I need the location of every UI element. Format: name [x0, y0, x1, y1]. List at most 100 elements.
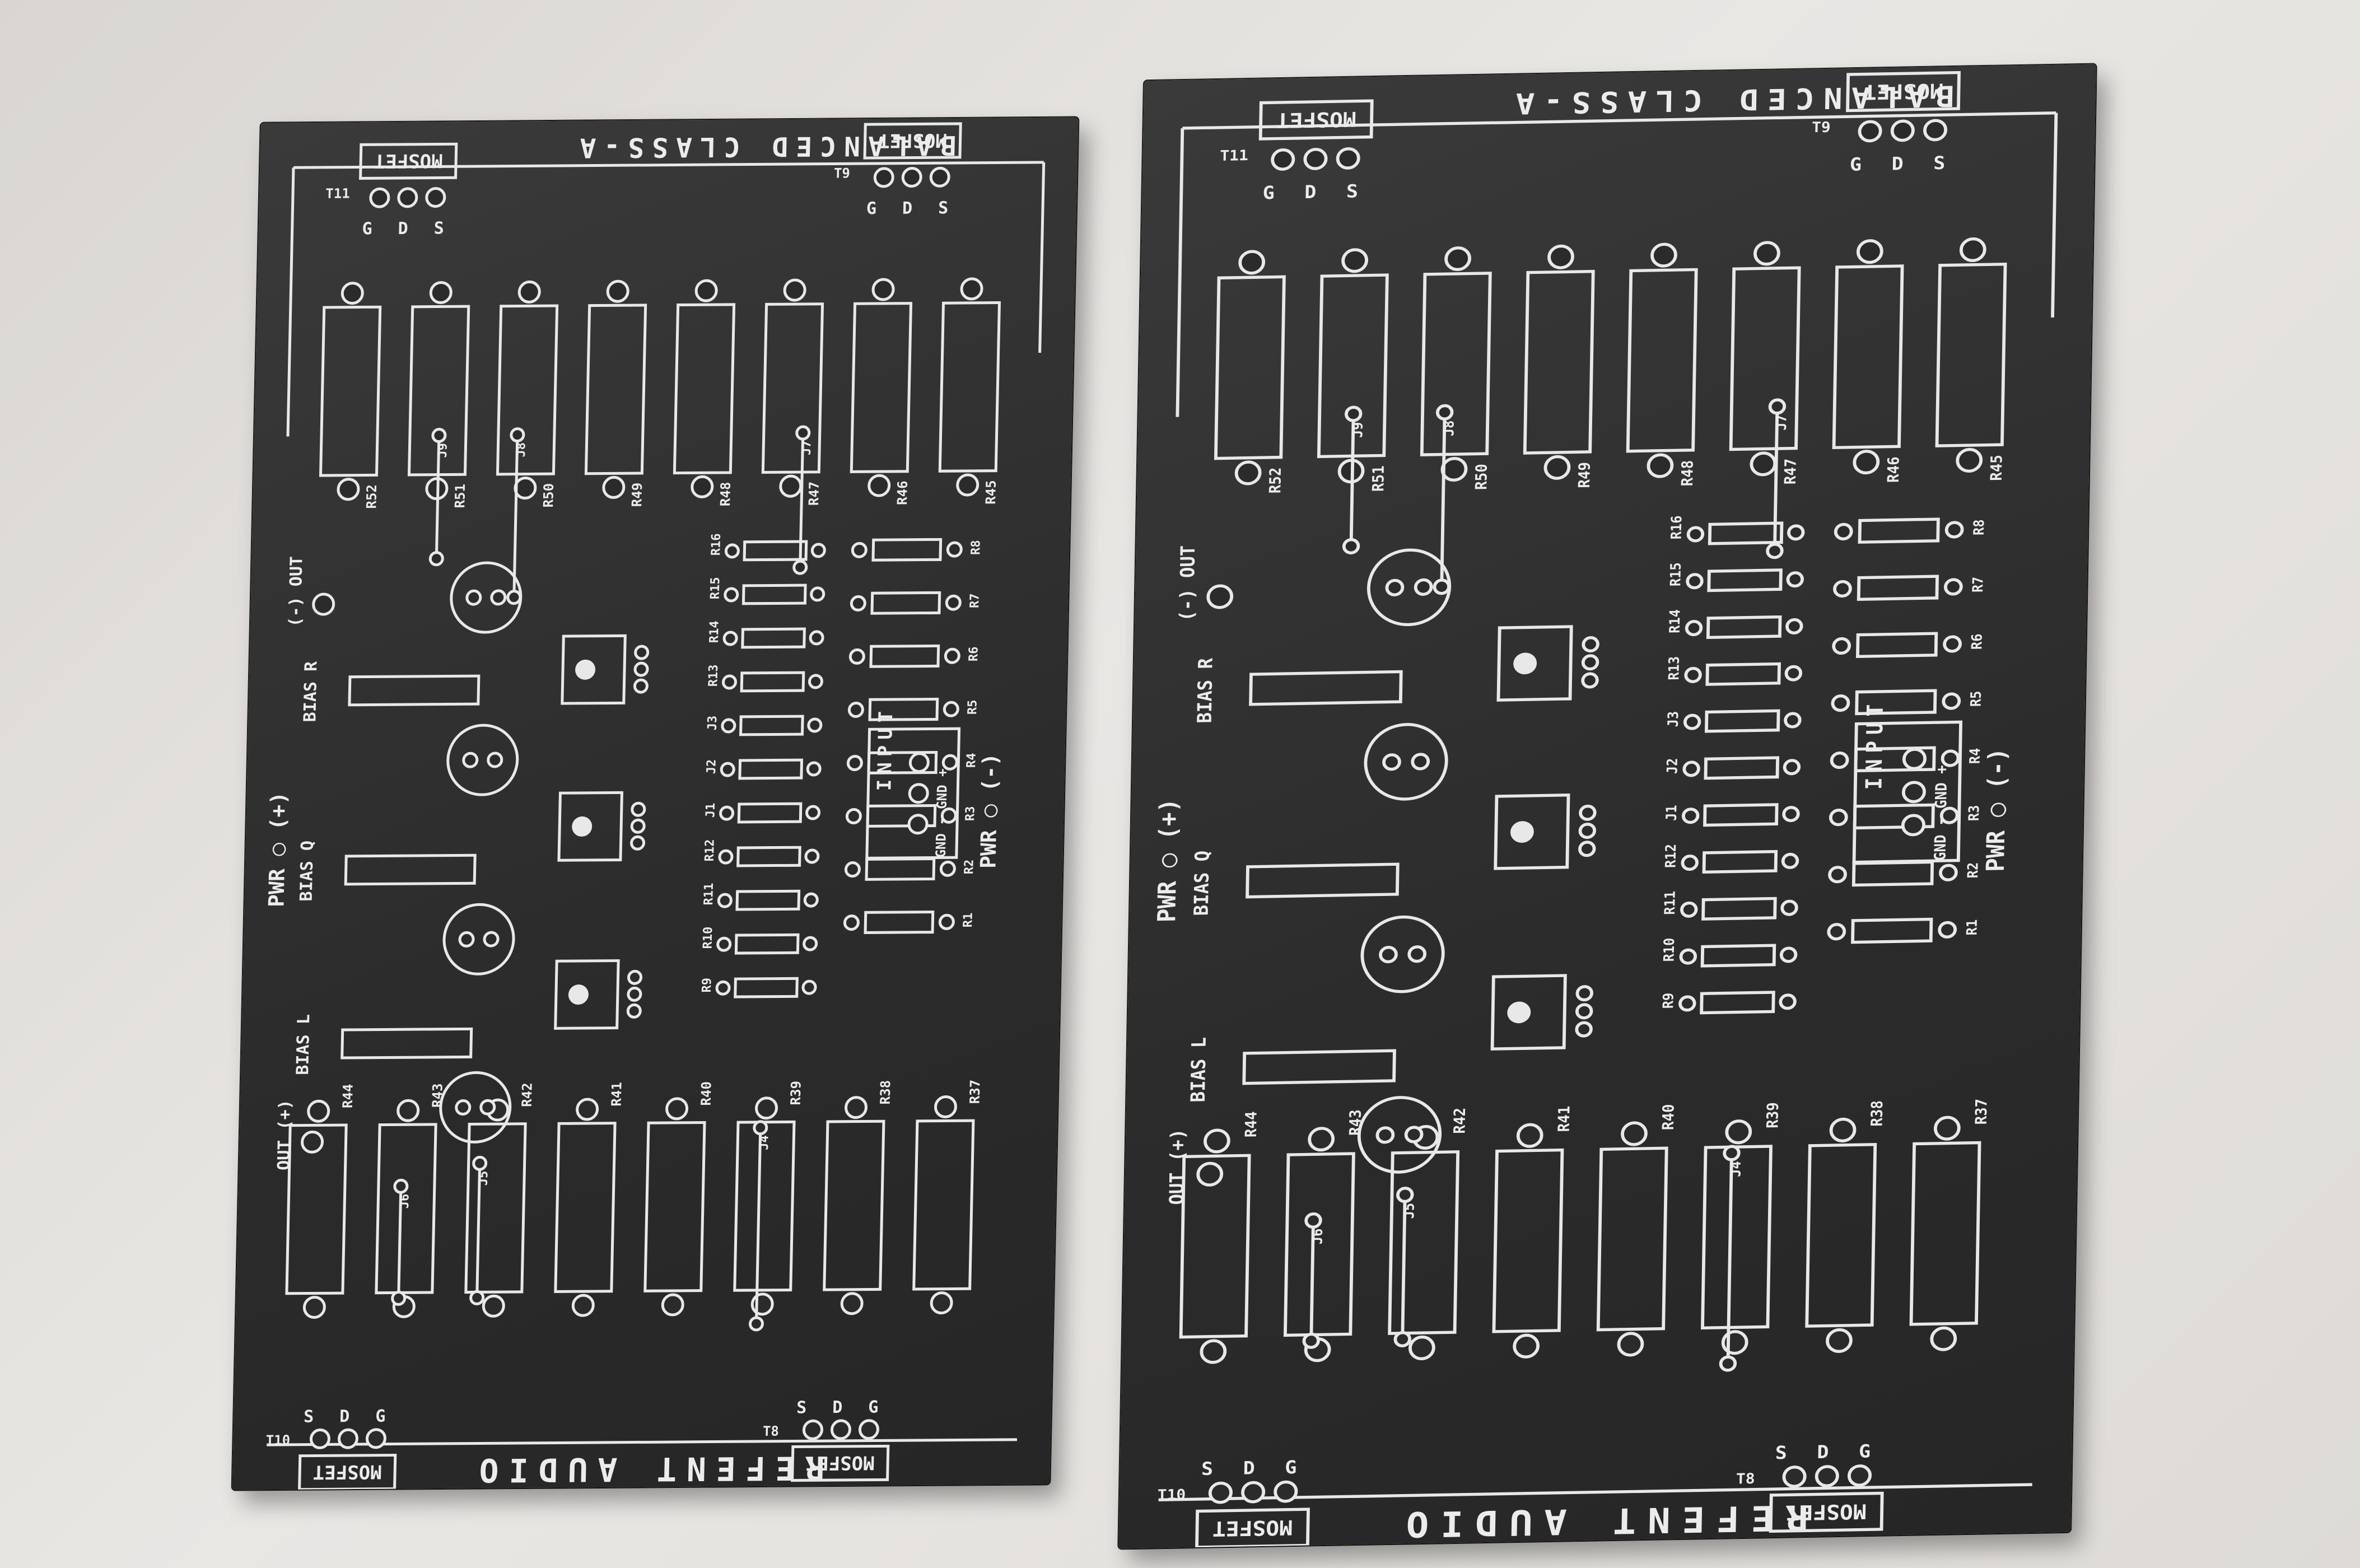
electrolytic-capacitor-outline: [1360, 915, 1445, 993]
resistor-pad: [1780, 899, 1798, 916]
resistor-ref: R13: [1665, 656, 1682, 680]
power-resistor-body: [1492, 1148, 1564, 1333]
resistor-pad: [1238, 250, 1266, 275]
resistor-pad: [1684, 666, 1702, 683]
resistor-pad: [1827, 923, 1846, 941]
resistor-pad: [867, 474, 891, 497]
mosfet-pin-letters: G D S: [1850, 152, 1955, 175]
power-resistor-body: [733, 1120, 796, 1292]
input-pad: [1902, 748, 1927, 771]
resistor-ref: J1: [1663, 805, 1680, 821]
resistor-pad: [482, 1294, 505, 1318]
resistor-ref: R41: [609, 1082, 625, 1107]
mosfet-pad: [858, 1419, 879, 1440]
resistor-pad: [809, 630, 824, 646]
mosfet-label: MOSFET: [1863, 79, 1944, 104]
power-resistor-body: [1935, 263, 2007, 447]
jumper-ref: J8: [1440, 420, 1457, 436]
resistor-ref: J2: [1663, 758, 1681, 774]
capacitor-pad: [487, 752, 503, 768]
bias_q-label: BIAS Q: [1190, 851, 1214, 916]
power-resistor-body: [1832, 264, 1904, 450]
resistor-pad: [1943, 578, 1963, 596]
transistor-pad: [631, 801, 646, 817]
resistor-ref: R8: [969, 540, 983, 555]
resistor-ref: R6: [1968, 633, 1985, 650]
resistor-pad: [941, 754, 958, 771]
resistor-pad: [851, 542, 867, 558]
mosfet-pad: [1782, 1466, 1807, 1488]
resistor-pad: [804, 848, 820, 864]
resistor-pad: [1784, 712, 1802, 729]
trimmer-pot-body: [1246, 862, 1400, 899]
power-resistor-body: [1283, 1152, 1355, 1337]
power-resistor-body: [1596, 1146, 1668, 1332]
resistor-pad: [724, 543, 740, 559]
resistor-ref: R44: [340, 1084, 356, 1108]
resistor-pad: [576, 1098, 599, 1121]
mosfet-pad: [873, 167, 894, 188]
jumper-trace: [1349, 414, 1355, 547]
transistor-pad: [1578, 823, 1597, 839]
jumper-ref: J6: [398, 1194, 412, 1209]
resistor-pad: [1408, 1335, 1435, 1360]
resistor-pad: [1833, 580, 1852, 598]
transistor-pad: [1578, 841, 1596, 857]
mosfet-header-box: [359, 142, 458, 180]
resistor-pad: [1725, 1119, 1752, 1145]
jumper-pad: [469, 1290, 485, 1305]
resistor-ref: R39: [788, 1081, 804, 1105]
mosfet-driver-outline: [1496, 625, 1573, 702]
resistor-pad: [606, 279, 629, 303]
jumper-pad: [1433, 578, 1450, 595]
mosfet-ref: T10: [265, 1432, 290, 1448]
jumper-ref: J7: [800, 440, 814, 455]
electrolytic-capacitor-outline: [442, 903, 515, 976]
resistor-pad: [783, 278, 806, 302]
mosfet-pad: [337, 1428, 358, 1449]
pwr-pos-label: PWR ◯ (+): [264, 792, 291, 907]
resistor-pad: [1853, 450, 1880, 475]
pwr-pos-label: PWR ◯ (+): [1153, 798, 1184, 922]
small-resistor-body: [735, 889, 801, 911]
mosfet-pin-letters: S D G: [1775, 1440, 1879, 1463]
resistor-pad: [1779, 946, 1798, 963]
mosfet-ref: T10: [1158, 1486, 1186, 1504]
capacitor-pad: [455, 1099, 472, 1116]
resistor-ref: R4: [964, 753, 979, 768]
power-resistor-body: [1388, 1150, 1460, 1335]
resistor-pad: [694, 279, 718, 302]
resistor-pad: [1829, 1117, 1857, 1142]
jumper-pad: [1342, 538, 1360, 554]
resistor-pad: [803, 936, 818, 951]
power-resistor-body: [1626, 268, 1698, 453]
left-border-line-top: [1176, 128, 1184, 417]
resistor-ref: R51: [1369, 465, 1388, 492]
resistor-ref: R49: [1575, 462, 1594, 488]
resistor-pad: [1856, 239, 1883, 264]
resistor-pad: [840, 1292, 864, 1315]
resistor-pad: [665, 1097, 689, 1121]
mosfet-label: MOSFET: [1276, 107, 1356, 132]
resistor-pad: [715, 980, 731, 996]
jumper-pad: [1766, 543, 1784, 559]
resistor-pad: [1682, 760, 1700, 777]
resistor-pad: [302, 1295, 326, 1319]
jumper-trace: [1309, 1220, 1315, 1341]
mosfet-pin-letters: S D G: [304, 1407, 394, 1427]
resistor-ref: R9: [700, 978, 715, 993]
top-border-line: [293, 161, 1044, 169]
resistor-pad: [1786, 571, 1804, 588]
jumper-pad: [1723, 1145, 1741, 1161]
resistor-ref: R8: [1970, 519, 1988, 535]
resistor-pad: [1930, 1326, 1957, 1351]
resistor-ref: R14: [1666, 609, 1683, 633]
resistor-ref: J2: [705, 759, 719, 774]
resistor-pad: [1516, 1123, 1543, 1148]
transistor-pad: [1582, 636, 1599, 653]
mosfet-header-box: [1195, 1508, 1310, 1549]
resistor-pad: [946, 541, 963, 558]
resistor-pad: [945, 594, 962, 611]
